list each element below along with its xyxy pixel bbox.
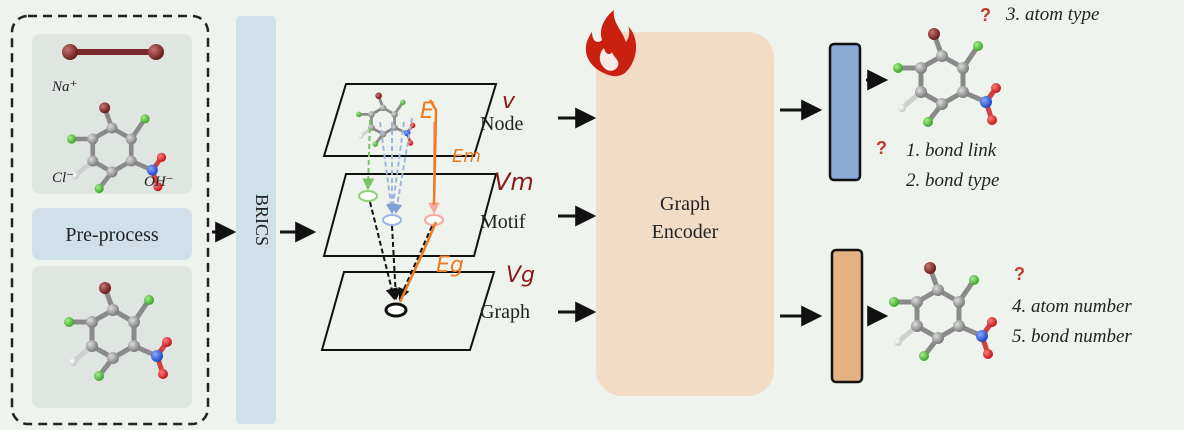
annotation-e: E: [420, 99, 434, 124]
question-mark-top: ?: [980, 5, 991, 25]
task-atom-type: 3. atom type: [1005, 4, 1099, 25]
hierarchy-layers: [320, 83, 498, 351]
raw-molecule-card: [32, 34, 192, 194]
preprocess-button-label: Pre-process: [65, 224, 159, 246]
preprocess-button[interactable]: [32, 208, 192, 260]
question-mark-mid: ?: [876, 138, 887, 158]
annotation-eg: Eg: [436, 253, 464, 278]
annotation-vg: Vg: [506, 263, 535, 288]
task-bond-number: 5. bond number: [1012, 326, 1132, 347]
reconstructed-molecule-top-icon: [893, 28, 1001, 127]
task-bond-link: 1. bond link: [906, 140, 997, 161]
sodium-ion-label: Na⁺: [51, 79, 77, 95]
clean-molecule-card: [32, 266, 192, 408]
graph-embedding-bar: [830, 248, 864, 384]
brics-label: BRICS: [252, 194, 272, 246]
motif-plane: [322, 173, 498, 257]
node-embedding-bar: [828, 42, 862, 182]
fire-icon: [585, 10, 637, 77]
task-atom-number: 4. atom number: [1012, 296, 1132, 317]
orange-edge-node: [428, 99, 438, 206]
task-bond-type: 2. bond type: [906, 170, 999, 191]
preprocess-panel: Na⁺ Cl⁻ OH⁻ Pre-process: [10, 14, 210, 426]
reconstructed-molecule-bottom-icon: [889, 262, 997, 361]
graph-level-label: Graph: [480, 301, 530, 323]
motif-node-blue: [382, 214, 402, 226]
hydroxide-ion-label: OH⁻: [144, 174, 174, 190]
graph-node: [384, 302, 408, 318]
node-molecule-icon: [354, 91, 416, 149]
annotation-v: v: [502, 89, 516, 114]
encoder-label-line1: Graph: [660, 193, 710, 215]
node-level-label: Node: [480, 113, 523, 135]
question-mark-bottom: ?: [1014, 264, 1025, 284]
sodium-bond-icon: [62, 44, 164, 60]
brics-bar: [236, 16, 276, 424]
node-plane: [322, 83, 498, 157]
encoder-label-line2: Encoder: [652, 221, 719, 243]
chloride-ion-label: Cl⁻: [52, 170, 74, 186]
graph-plane: [320, 271, 496, 351]
motif-node-green: [358, 190, 378, 202]
motif-level-label: Motif: [480, 211, 526, 233]
graph-encoder-block: [596, 32, 774, 396]
orange-edge-graph: [398, 221, 438, 303]
annotation-em: Em: [452, 146, 481, 167]
annotation-vm: Vm: [494, 168, 534, 196]
